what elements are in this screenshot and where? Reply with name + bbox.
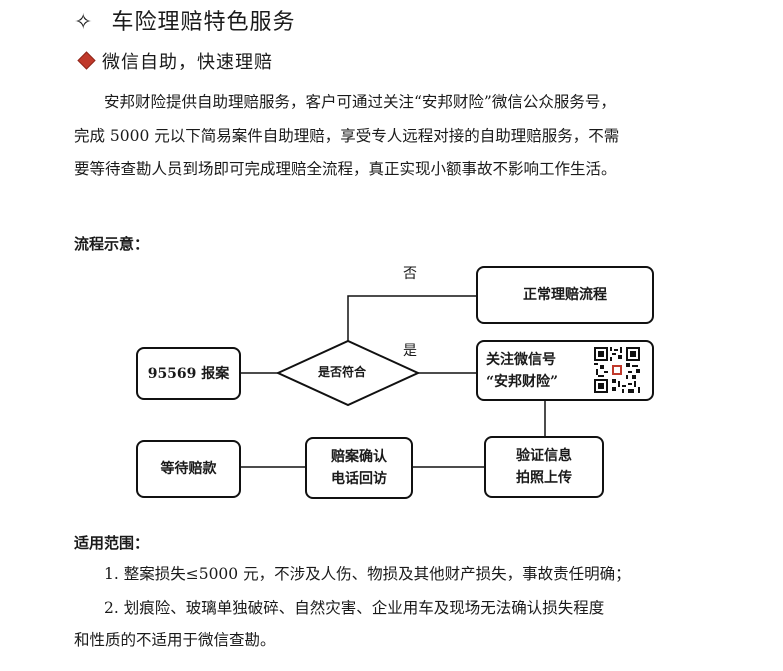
edge-label-no: 否 bbox=[403, 266, 417, 282]
connector-decision-normal bbox=[347, 295, 476, 341]
node-callback-line1: 赔案确认 bbox=[331, 449, 387, 465]
node-report: 95569 报案 bbox=[136, 347, 241, 400]
scope-line-3: 和性质的不适用于微信查勘。 bbox=[74, 631, 276, 649]
sparkle-icon: ✧ bbox=[74, 10, 94, 35]
section-title: 微信自助，快速理赔 bbox=[77, 48, 273, 74]
edge-label-yes: 是 bbox=[403, 343, 417, 359]
section-title-text: 微信自助，快速理赔 bbox=[102, 52, 273, 73]
node-callback: 赔案确认 电话回访 bbox=[305, 437, 413, 499]
node-verify: 验证信息 拍照上传 bbox=[484, 436, 604, 498]
page-title: ✧ 车险理赔特色服务 bbox=[74, 4, 295, 36]
decision-label: 是否符合 bbox=[318, 365, 367, 379]
intro-line-3: 要等待查勘人员到场即可完成理赔全流程，真正实现小额事故不影响工作生活。 bbox=[74, 160, 617, 178]
node-normal-claim-text: 正常理赔流程 bbox=[523, 287, 607, 303]
node-verify-line2: 拍照上传 bbox=[516, 470, 572, 486]
scope-label: 适用范围： bbox=[74, 534, 150, 552]
node-normal-claim: 正常理赔流程 bbox=[476, 266, 654, 324]
node-wait-text: 等待赔款 bbox=[160, 461, 217, 477]
node-callback-line2: 电话回访 bbox=[331, 471, 387, 487]
node-report-text: 95569 报案 bbox=[147, 365, 230, 382]
intro-line-2: 完成 5000 元以下简易案件自助理赔，享受专人远程对接的自助理赔服务，不需 bbox=[74, 127, 620, 145]
qr-code-icon bbox=[594, 347, 640, 393]
node-wechat-line1: 关注微信号 bbox=[486, 351, 556, 368]
node-wait: 等待赔款 bbox=[136, 440, 241, 498]
page-title-text: 车险理赔特色服务 bbox=[111, 10, 296, 35]
scope-line-1: 1. 整案损失≤5000 元，不涉及人伤、物损及其他财产损失，事故责任明确； bbox=[104, 565, 631, 583]
intro-line-1: 安邦财险提供自助理赔服务，客户可通过关注“安邦财险”微信公众服务号， bbox=[104, 93, 616, 111]
decision-diamond bbox=[275, 339, 421, 407]
node-wechat-line2: “安邦财险” bbox=[486, 373, 559, 390]
node-verify-line1: 验证信息 bbox=[516, 448, 572, 464]
scope-line-2: 2. 划痕险、玻璃单独破碎、自然灾害、企业用车及现场无法确认损失程度 bbox=[104, 599, 605, 617]
flow-label: 流程示意： bbox=[74, 235, 150, 253]
